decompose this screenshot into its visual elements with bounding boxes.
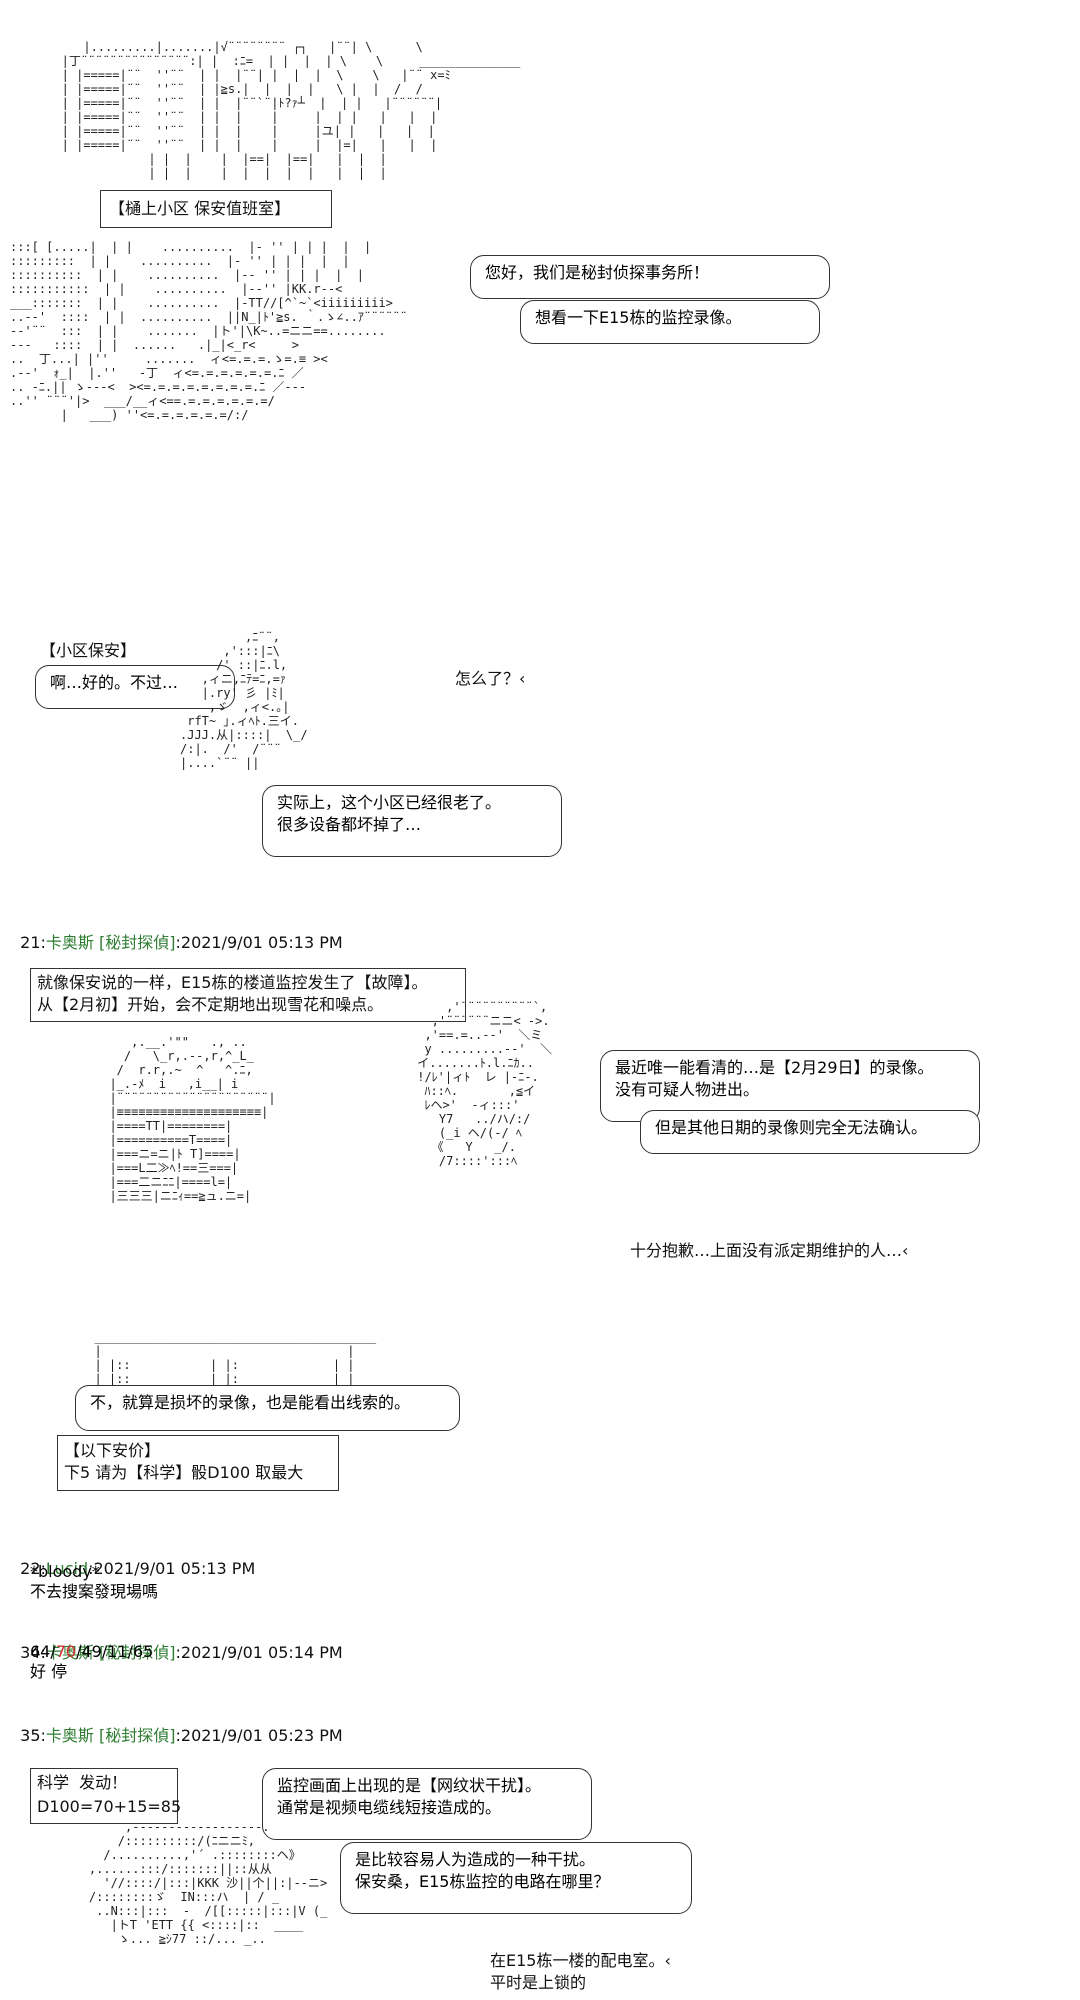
post-number: 21: [20, 933, 46, 952]
dice-roll-line: 64/70/49/11/65 [30, 1642, 153, 1662]
result-line-2: D100=70+15=85 [37, 1797, 182, 1816]
location-label: 【樋上小区 保安值班室】 [100, 190, 332, 228]
side-text: 怎么了？‹ [455, 669, 526, 688]
post-date: :2021/9/01 05:23 PM [175, 1726, 343, 1745]
building-ascii-art: |.........|.......|√¨¨¨¨¨¨¨¨ ┌┐ |¨¨| \ \… [61, 40, 521, 180]
result-line-1: 科学 发动！ [37, 1773, 128, 1792]
speech-bubble-greeting: 您好，我们是秘封侦探事务所！ [470, 255, 830, 299]
post-header-34: 34:卡奥斯 [秘封探偵]:2021/9/01 05:14 PM [10, 1620, 343, 1663]
speech-text: 啊…好的。不过… [50, 673, 179, 692]
post-header-22: 22:Lucid:2021/9/01 05:13 PM [10, 1540, 255, 1578]
post-date: :2021/9/01 05:14 PM [175, 1643, 343, 1662]
speech-bubble-clue: 不，就算是损坏的录像，也是能看出线索的。 [75, 1385, 460, 1431]
street-ascii-art: :::[ [.....| | | .......... |- '' | | | … [10, 240, 408, 422]
speech-bubble-circuit: 是比较容易人为造成的一种干扰。 保安桑，E15栋监控的电路在哪里？ [340, 1842, 692, 1914]
post-body-22-line-2: 不去搜案發現場嗎 [30, 1582, 159, 1601]
speech-text: 但是其他日期的录像则完全无法确认。 [655, 1118, 928, 1137]
post-author[interactable]: 卡奥斯 [秘封探偵] [45, 1643, 176, 1662]
narration-line-1: 就像保安说的一样，E15栋的楼道监控发生了【故障】。 [37, 973, 428, 992]
anchor-line-1: 【以下安价】 [64, 1441, 161, 1460]
post-header-21: 21:卡奥斯 [秘封探偵]:2021/9/01 05:13 PM [10, 910, 343, 953]
anchor-line-2: 下5 请为【科学】骰D100 取最大 [64, 1463, 304, 1482]
narration-line-2: 从【2月初】开始，会不定期地出现雪花和噪点。 [37, 995, 384, 1014]
speech-text-1: 是比较容易人为造成的一种干扰。 [355, 1850, 596, 1869]
post-body-34-line-2: 好 停 [30, 1662, 68, 1681]
speaker-label: 【小区保安】 [40, 641, 137, 660]
post-number: 35: [20, 1726, 46, 1745]
post-date: :2021/9/01 05:13 PM [88, 1559, 256, 1578]
speech-text-1: 监控画面上出现的是【网纹状干扰】。 [277, 1776, 542, 1795]
dice-roll-highlight: 70 [55, 1642, 77, 1661]
post-author[interactable]: Lucid [45, 1559, 89, 1578]
speech-bubble-guard-explain: 实际上，这个小区已经很老了。 很多设备都坏掉了… [262, 785, 562, 857]
detective-ascii-art: ,.__.'"" ., .. / \_r,.--,r,^_L_ / r.r,.~… [109, 1035, 276, 1203]
anchor-box: 【以下安价】 下5 请为【科学】骰D100 取最大 [57, 1435, 339, 1491]
scene4-ascii-art: ,------------------. /::::::::::/(ﾆニニﾐ, … [88, 1820, 328, 1946]
result-box: 科学 发动！ D100=70+15=85 [30, 1768, 182, 1824]
speech-text-2: 通常是视频电缆线短接造成的。 [277, 1798, 502, 1817]
dice-roll-suffix: /49/11/65 [76, 1642, 154, 1661]
post-number: 34: [20, 1643, 46, 1662]
speech-bubble-interference: 监控画面上出现的是【网纹状干扰】。 通常是视频电缆线短接造成的。 [262, 1768, 592, 1840]
narration-box: 就像保安说的一样，E15栋的楼道监控发生了【故障】。 从【2月初】开始，会不定期… [30, 968, 466, 1022]
speech-text: 您好，我们是秘封侦探事务所！ [485, 263, 710, 282]
side-text-location-1: 在E15栋一楼的配电室。‹ [490, 1951, 671, 1970]
post-header-35: 35:卡奥斯 [秘封探偵]:2021/9/01 05:23 PM [10, 1703, 343, 1746]
speech-text-2: 很多设备都坏掉了… [277, 815, 422, 834]
side-text-location-2: 平时是上锁的 [490, 1973, 587, 1992]
post-date: :2021/9/01 05:13 PM [175, 933, 343, 952]
guard-ascii-art: ,ﾆ¨¨, ,':::|ﾆ\ /' ::|ﾆ.l, ,ィニ,ﾆﾃ=ﾆ,=ｧ |.… [180, 630, 308, 770]
speech-bubble-other-dates: 但是其他日期的录像则完全无法确认。 [640, 1110, 980, 1154]
speech-bubble-request: 想看一下E15栋的监控录像。 [520, 300, 820, 344]
speech-text-1: 实际上，这个小区已经很老了。 [277, 793, 502, 812]
post-author[interactable]: 卡奥斯 [秘封探偵] [45, 933, 176, 952]
post-author[interactable]: 卡奥斯 [秘封探偵] [45, 1726, 176, 1745]
speech-bubble-guard: 啊…好的。不过… [35, 665, 235, 709]
guard2-ascii-art: ,'¨¨¨¨¨¨¨¨¨¨`, ,'¨¨¨¨¨¨ニニ< ->. ,'==.=..-… [417, 1000, 553, 1168]
speech-text: 想看一下E15栋的监控录像。 [535, 308, 742, 327]
side-text-apology: 十分抱歉…上面没有派定期维护的人…‹ [630, 1241, 909, 1260]
location-label-text: 【樋上小区 保安值班室】 [109, 199, 291, 218]
speech-text-1: 最近唯一能看清的…是【2月29日】的录像。 [615, 1058, 934, 1077]
speech-text: 不，就算是损坏的录像，也是能看出线索的。 [90, 1393, 411, 1412]
post-body-22-line-1: *bloody* [30, 1562, 100, 1581]
dice-roll-prefix: 64/ [30, 1642, 56, 1661]
speech-text-2: 没有可疑人物进出。 [615, 1080, 760, 1099]
speech-text-2: 保安桑，E15栋监控的电路在哪里？ [355, 1872, 610, 1891]
post-number: 22: [20, 1559, 46, 1578]
